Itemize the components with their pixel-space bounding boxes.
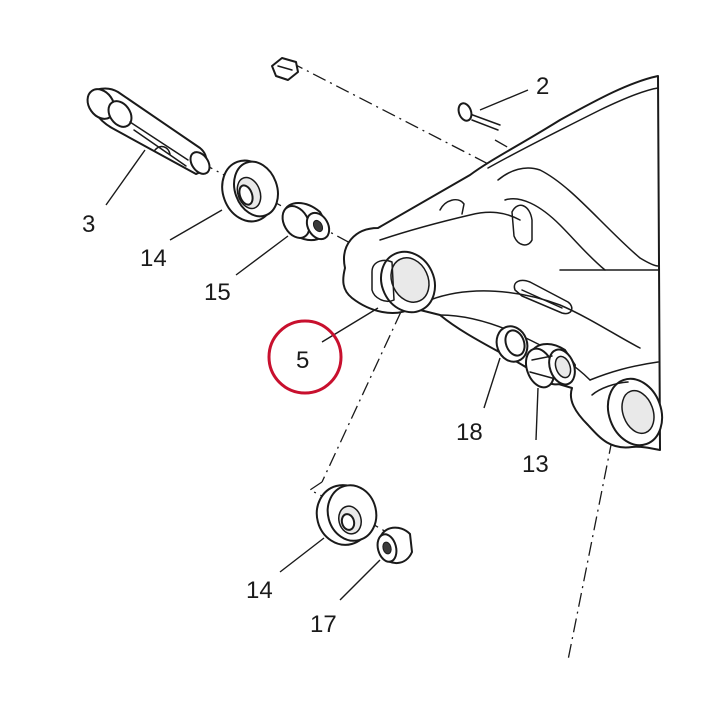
part-bush-15 [281, 202, 331, 242]
callout-13: 13 [522, 451, 549, 478]
callout-labels: 2 3 14 15 5 18 13 14 17 [82, 73, 549, 638]
swingarm-slot [513, 279, 573, 315]
swingarm-rib-1 [504, 198, 606, 271]
leader-14-lower [279, 537, 325, 573]
callout-14-upper: 14 [140, 245, 167, 272]
callout-17: 17 [310, 611, 337, 638]
callout-18: 18 [456, 419, 483, 446]
swingarm [342, 75, 664, 451]
leader-15 [235, 235, 289, 276]
leader-5 [321, 307, 379, 343]
leader-13 [535, 387, 539, 441]
swingarm-cross-window [511, 204, 533, 246]
callout-14-lower: 14 [246, 577, 273, 604]
leader-18 [483, 357, 501, 409]
part-needle-bearing-13 [524, 343, 576, 389]
axis-rear [567, 439, 613, 661]
callout-3: 3 [82, 211, 95, 238]
callout-15: 15 [204, 279, 231, 306]
swingarm-slot-inner [521, 289, 563, 309]
swingarm-lower-edge [429, 290, 641, 349]
rear-boss-web [591, 381, 629, 396]
leader-lines [105, 89, 539, 601]
swingarm-chain-edge [589, 361, 659, 381]
part-seal-17 [376, 526, 413, 564]
leader-2 [479, 89, 529, 111]
highlight-ring [267, 319, 343, 395]
callout-5: 5 [296, 347, 309, 374]
leader-14-upper [169, 209, 223, 241]
part-bearing-14-lower [315, 484, 378, 546]
rear-boss-bore [621, 389, 655, 435]
part-pivot-shaft-3 [86, 87, 211, 175]
leader-17 [339, 559, 381, 601]
swingarm-inner-contour [497, 167, 659, 267]
callout-2: 2 [536, 73, 549, 100]
axis-pivot-down [321, 287, 413, 483]
axis-upper-top [289, 61, 501, 171]
leader-3 [105, 149, 146, 206]
pivot-boss-cut [371, 259, 395, 302]
part-screw-2 [457, 102, 501, 131]
swingarm-outline [342, 75, 661, 451]
swingarm-top-tab [439, 199, 465, 215]
part-clip-top [271, 57, 299, 81]
part-washer-18 [495, 325, 529, 363]
part-bearing-14-upper [221, 159, 279, 223]
swingarm-front-web [379, 211, 521, 241]
swingarm-upper-edge [487, 87, 659, 169]
